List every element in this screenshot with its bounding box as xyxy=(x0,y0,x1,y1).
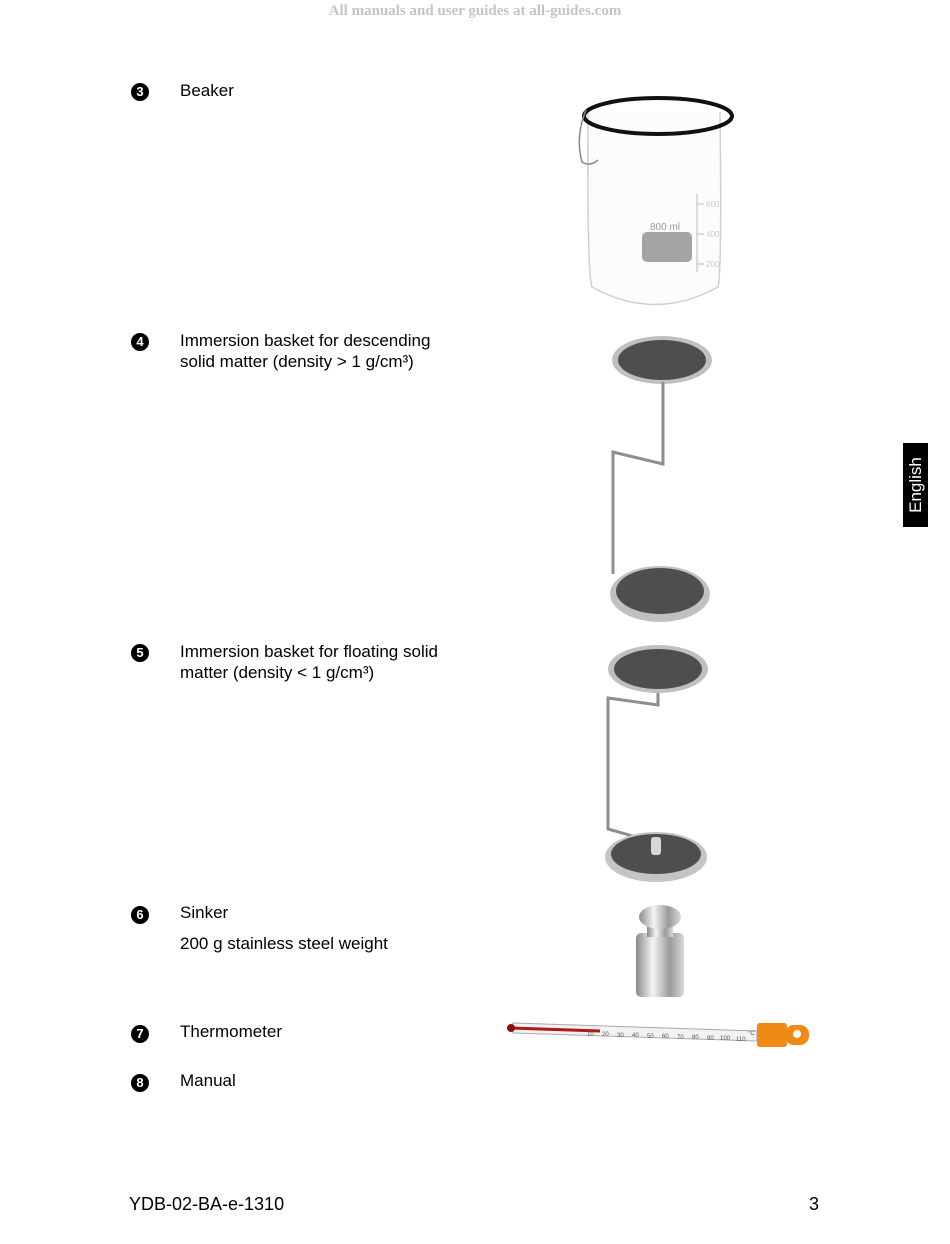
watermark: All manuals and user guides at all-guide… xyxy=(328,3,622,19)
item-title-line-2: matter (density < 1 g/cm³) xyxy=(180,663,375,682)
item-marker-7: 7 xyxy=(131,1025,149,1043)
thermometer-tick-30: 30 xyxy=(617,1033,624,1039)
thermometer-illustration: 10 20 30 40 50 60 70 80 90 100 110 °C xyxy=(507,1022,809,1047)
thermometer-tick-50: 50 xyxy=(647,1034,654,1040)
beaker-illustration: 800 ml 600 400 200 xyxy=(578,96,734,306)
thermometer-tick-10: 10 xyxy=(587,1032,594,1038)
beaker-scale-400: 400 xyxy=(706,230,720,239)
footer-document-code: YDB-02-BA-e-1310 xyxy=(129,1194,285,1214)
item-title-immersion-basket-descending: Immersion basket for descending solid ma… xyxy=(180,330,430,372)
thermometer-tick-60: 60 xyxy=(662,1034,669,1040)
item-marker-8: 8 xyxy=(131,1074,149,1092)
item-marker-6: 6 xyxy=(131,906,149,924)
beaker-scale-200: 200 xyxy=(706,260,720,269)
thermometer-tick-100: 100 xyxy=(720,1036,731,1042)
thermometer-unit: °C xyxy=(748,1031,755,1037)
language-tab-label: English xyxy=(905,457,925,513)
sinker-weight-illustration xyxy=(636,905,684,997)
item-title-line-1: Immersion basket for floating solid xyxy=(180,642,438,661)
item-title-manual: Manual xyxy=(180,1071,236,1090)
item-marker-4: 4 xyxy=(131,333,149,351)
item-description-sinker: 200 g stainless steel weight xyxy=(180,934,388,953)
item-title-line-1: Immersion basket for descending xyxy=(180,331,431,350)
item-title-beaker: Beaker xyxy=(180,81,234,100)
footer-page-number: 3 xyxy=(809,1194,820,1214)
item-marker-5: 5 xyxy=(131,644,149,662)
item-title-thermometer: Thermometer xyxy=(180,1022,283,1041)
thermometer-tick-110: 110 xyxy=(736,1037,746,1043)
item-marker-3: 3 xyxy=(131,83,149,101)
item-title-sinker: Sinker xyxy=(180,903,229,922)
immersion-basket-floating-illustration xyxy=(605,645,708,882)
thermometer-tick-70: 70 xyxy=(677,1035,684,1041)
thermometer-tick-90: 90 xyxy=(707,1036,714,1042)
immersion-basket-descending-illustration xyxy=(610,336,712,622)
language-tab: English xyxy=(903,443,928,527)
item-title-line-2: solid matter (density > 1 g/cm³) xyxy=(180,352,414,371)
thermometer-tick-40: 40 xyxy=(632,1033,639,1039)
thermometer-tick-20: 20 xyxy=(602,1032,609,1038)
item-title-immersion-basket-floating: Immersion basket for floating solid matt… xyxy=(180,641,438,683)
beaker-scale-600: 600 xyxy=(706,200,720,209)
beaker-volume-label: 800 ml xyxy=(650,222,680,233)
thermometer-tick-80: 80 xyxy=(692,1035,699,1041)
